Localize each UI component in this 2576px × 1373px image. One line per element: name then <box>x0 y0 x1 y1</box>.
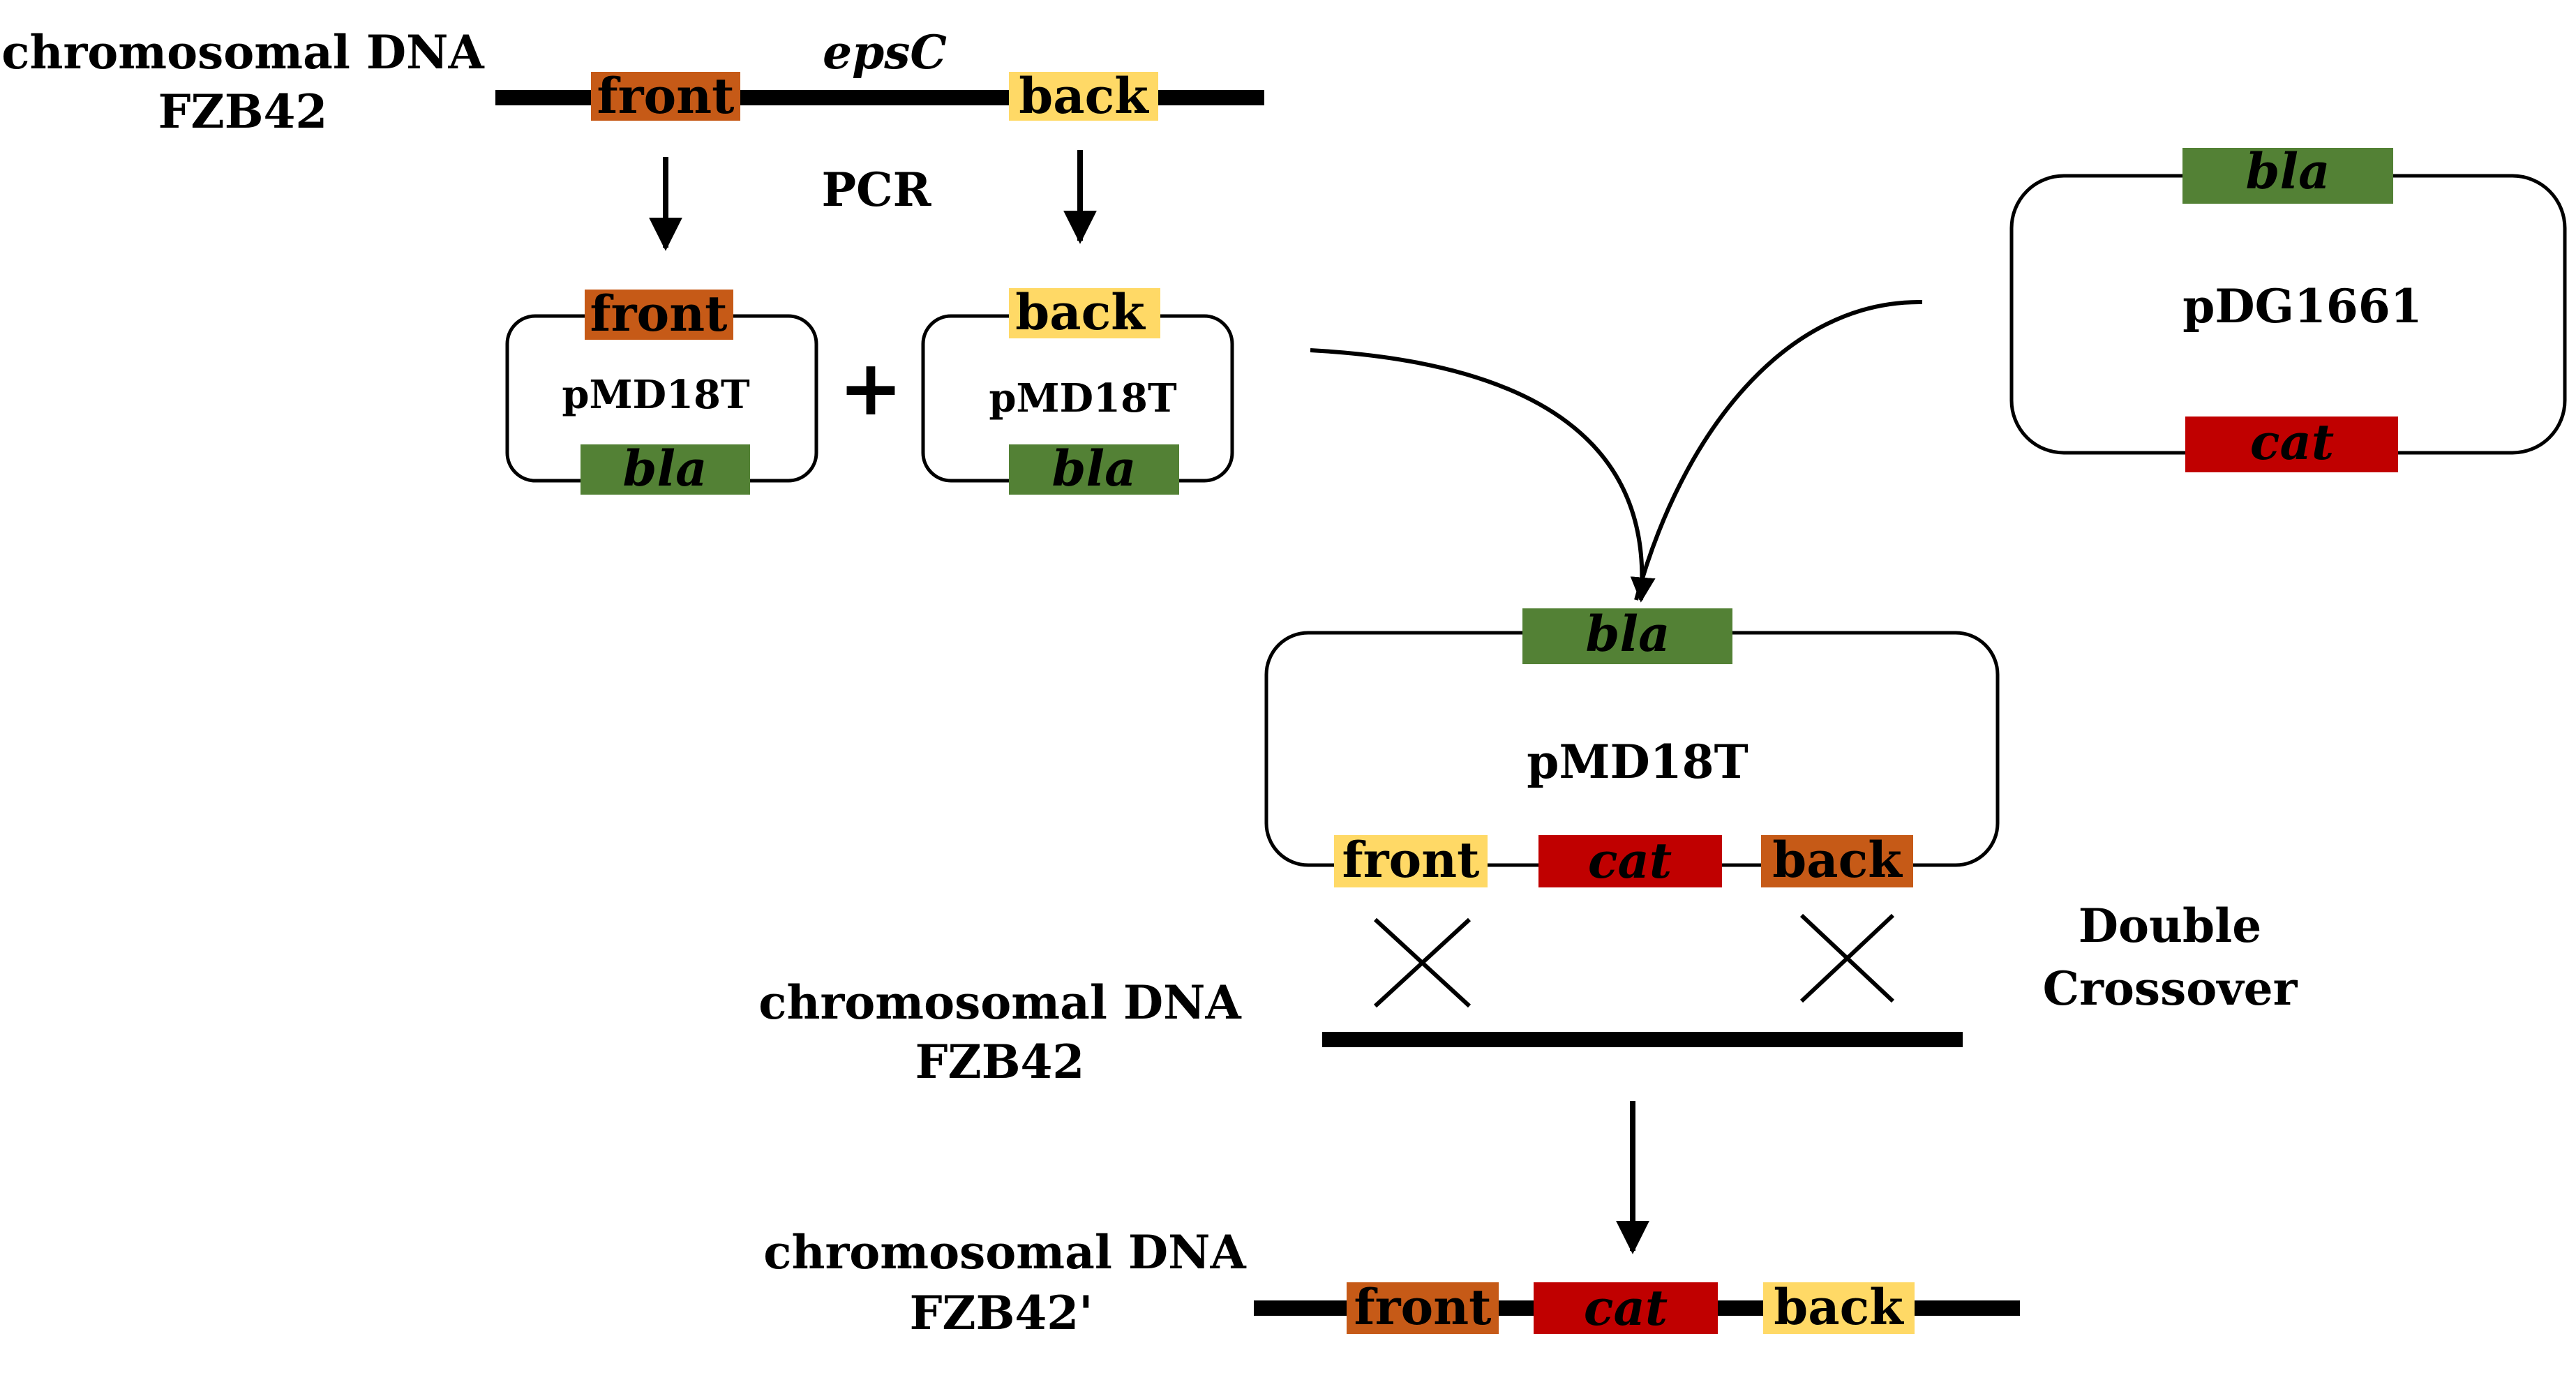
plasmid-pMD18T-back: back pMD18T bla <box>921 283 1234 497</box>
mid-chromosome-line <box>1322 1032 1963 1047</box>
bla-marker-box <box>2182 148 2393 204</box>
result-chromosome-label: chromosomal DNA <box>763 1225 1246 1280</box>
result-strain-label: FZB42' <box>910 1286 1093 1340</box>
cat-marker-box <box>2185 417 2398 472</box>
result-chromosome-group: chromosomal DNA FZB42' front cat back <box>763 1225 2020 1340</box>
pcr-label: PCR <box>821 163 931 217</box>
mid-chromosome-label: chromosomal DNA <box>758 975 1241 1030</box>
result-back-label: back <box>1774 1278 1904 1336</box>
plus-sign: + <box>839 343 903 433</box>
mid-strain-label: FZB42 <box>915 1035 1085 1089</box>
double-crossover: Double Crossover chromosomal DNA FZB42 <box>758 899 2298 1089</box>
plasmid-pDG1661: bla pDG1661 cat <box>2009 142 2567 472</box>
ligation-arrow-left <box>1310 348 1656 603</box>
crossover-x-left-b <box>1373 917 1472 1008</box>
plasmid-name: pDG1661 <box>2182 279 2422 333</box>
crossover-x-right-b <box>1799 913 1895 1003</box>
front-box <box>1334 835 1488 887</box>
front-insert-box <box>585 290 733 340</box>
top-chromosome-label: chromosomal DNA <box>1 25 484 80</box>
top-back-label: back <box>1019 67 1149 125</box>
back-insert-label: back <box>1015 283 1146 341</box>
front-insert-label: front <box>590 285 728 343</box>
epsC-gene-label: epsC <box>823 25 947 80</box>
plasmid-pMD18T-front: front pMD18T bla <box>505 285 818 497</box>
back-insert-box <box>1009 288 1160 338</box>
cat-label: cat <box>1588 832 1672 890</box>
top-front-label: front <box>597 67 735 125</box>
plasmid-name: pMD18T <box>989 375 1177 421</box>
top-back-box <box>1009 72 1158 121</box>
bla-marker-label: bla <box>1052 440 1137 497</box>
bla-marker-box <box>1009 444 1179 495</box>
top-chromosome-group: chromosomal DNA FZB42 epsC front back <box>1 25 1264 139</box>
result-cat-box <box>1534 1282 1718 1334</box>
result-back-box <box>1763 1282 1915 1334</box>
top-front-box <box>591 72 740 121</box>
back-box <box>1761 835 1913 887</box>
cat-marker-label: cat <box>2250 413 2334 471</box>
result-cat-label: cat <box>1584 1279 1668 1337</box>
bla-marker-label: bla <box>623 440 707 497</box>
bla-marker-box <box>581 444 750 495</box>
crossover-label: Double <box>2079 899 2261 953</box>
plasmid-name: pMD18T <box>562 372 750 418</box>
bla-marker-label: bla <box>2246 142 2330 200</box>
result-front-label: front <box>1354 1278 1492 1336</box>
top-strain-label: FZB42 <box>158 84 328 139</box>
front-label: front <box>1342 831 1480 889</box>
plasmid-construct: bla pMD18T front cat back <box>1264 605 2000 890</box>
back-label: back <box>1772 831 1903 889</box>
ligation-arrow-right <box>1634 299 1923 601</box>
ligation-arrows <box>1310 299 1923 603</box>
bla-marker-label: bla <box>1586 605 1670 663</box>
pcr-arrows: PCR <box>649 150 1097 251</box>
cat-box <box>1538 835 1722 887</box>
result-front-box <box>1347 1282 1499 1334</box>
crossover-label-2: Crossover <box>2043 961 2298 1016</box>
bla-marker-box <box>1522 608 1732 664</box>
plasmid-name: pMD18T <box>1527 735 1748 789</box>
